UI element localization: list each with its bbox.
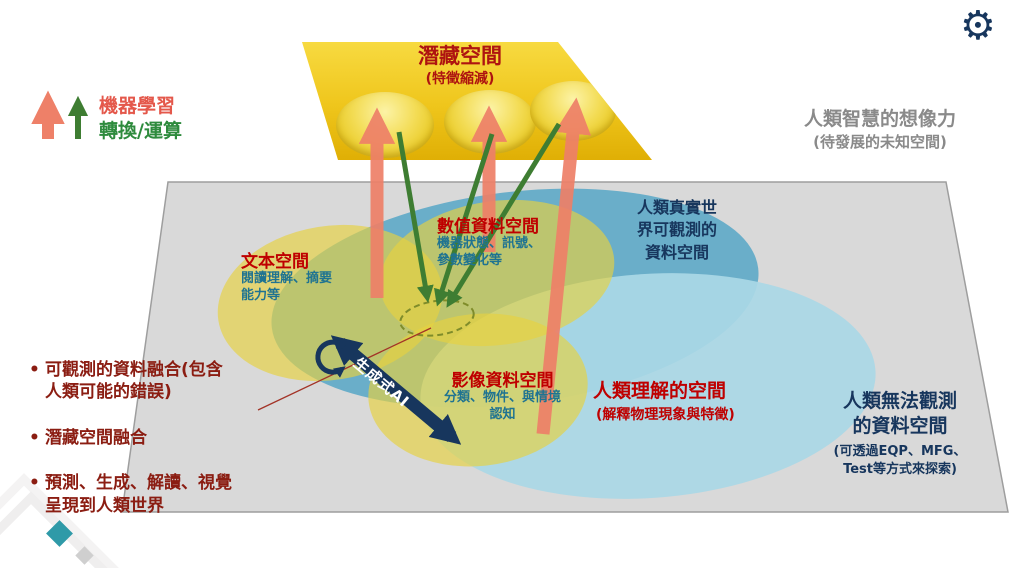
note-item-prediction: 預測、生成、解讀、視覺 呈現到人類世界	[26, 472, 342, 517]
understanding-space-subtitle: (解釋物理現象與特徵)	[596, 407, 735, 423]
unobservable-space-subtitle: (可透過EQP、MFG、 Test等方式來探索)	[833, 444, 967, 477]
latent-space-subtitle: (特徵縮減)	[425, 71, 495, 87]
observable-space-label: 人類真實世 界可觀測的 資料空間	[636, 198, 717, 262]
legend-machine-learning-label: 機器學習	[99, 95, 176, 117]
legend-transform-label: 轉換/運算	[99, 120, 182, 142]
unobservable-space-title: 人類無法觀測 的資料空間	[842, 390, 957, 437]
image-space-title: 影像資料空間	[451, 371, 554, 391]
understanding-space-title: 人類理解的空間	[593, 380, 727, 402]
transform-arrow-1	[396, 131, 434, 303]
note-item-fusion: 可觀測的資料融合(包含 人類可能的錯誤)	[26, 359, 342, 404]
text-space-desc: 閱讀理解、摘要 能力等	[241, 271, 333, 303]
transform-arrow-3	[446, 122, 562, 308]
numeric-space-desc: 機器狀態、訊號、 參數變化等	[437, 236, 542, 268]
gear-icon: ⚙	[960, 3, 996, 49]
imagination-title: 人類智慧的想像力	[803, 108, 956, 130]
generative-ai-arrow	[330, 335, 462, 445]
numeric-space-title: 數值資料空間	[437, 217, 539, 237]
note-item-latent-fusion: 潛藏空間融合	[26, 427, 342, 450]
imagination-subtitle: (待發展的未知空間)	[813, 133, 947, 151]
image-space-desc: 分類、物件、與情境 認知	[443, 390, 561, 422]
ml-arrow-image-space	[536, 97, 591, 435]
latent-space-title: 潛藏空間	[418, 44, 502, 68]
transform-arrow-2	[434, 133, 495, 307]
text-space-title: 文本空間	[241, 252, 309, 272]
notes-list: 可觀測的資料融合(包含 人類可能的錯誤) 潛藏空間融合 預測、生成、解讀、視覺 …	[26, 338, 342, 538]
